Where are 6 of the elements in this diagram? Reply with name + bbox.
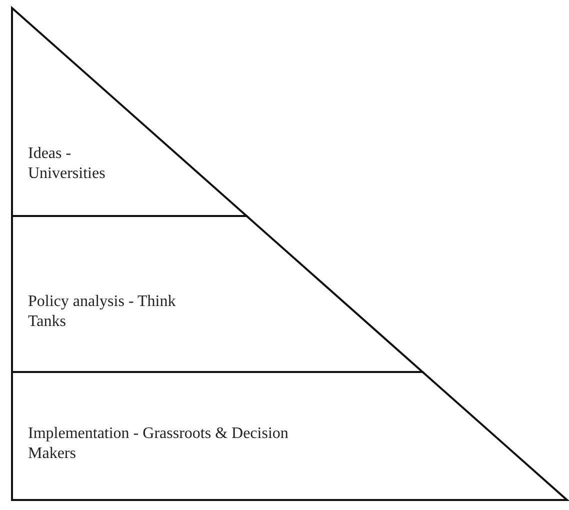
tier-label: Implementation - Grassroots & Decision Makers <box>28 424 290 464</box>
tier-label: Policy analysis - Think Tanks <box>28 292 177 332</box>
pyramid-tier <box>12 372 567 500</box>
pyramid-tier <box>12 216 423 372</box>
pyramid-top-triangle <box>12 8 247 216</box>
tier-label: Ideas - Universities <box>28 144 106 184</box>
